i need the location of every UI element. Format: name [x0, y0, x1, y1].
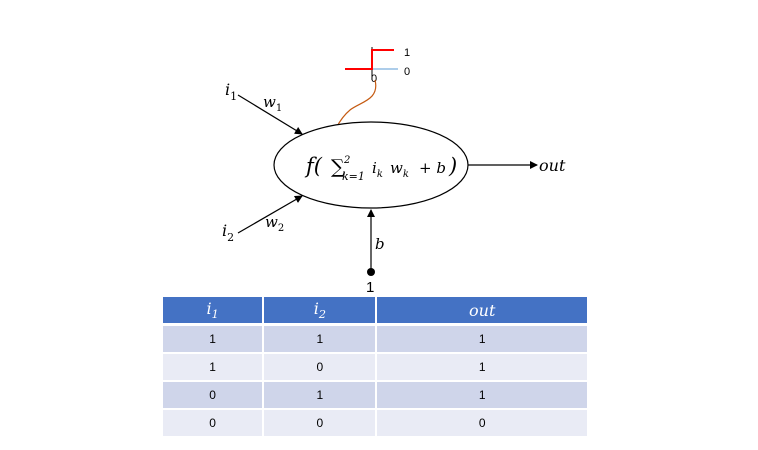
table-cell: 0 — [262, 354, 376, 382]
header-i2: i2 — [262, 297, 376, 326]
table-cell: 1 — [375, 382, 587, 410]
input-1-label: i1 — [225, 80, 237, 103]
table-row: 0 0 0 — [163, 410, 587, 438]
table-cell: 1 — [375, 326, 587, 354]
neuron-formula: f( ∑ 2 k=1 ik wk + b ) — [304, 154, 457, 183]
table-row: 1 1 1 — [163, 326, 587, 354]
neuron-diagram: 1 0 0 i1 w1 i2 w2 f( ∑ 2 k=1 ik wk + b )… — [222, 47, 566, 296]
bias-node — [367, 268, 375, 276]
table-row: 1 0 1 — [163, 354, 587, 382]
input-2-label: i2 — [222, 221, 234, 244]
step-function-plot: 1 0 0 — [345, 47, 410, 85]
formula-func: f( — [304, 154, 323, 178]
output-label: out — [539, 156, 566, 175]
formula-sum-upper: 2 — [343, 155, 350, 166]
input-2: i2 w2 — [222, 195, 303, 244]
truth-table-header: i1 i2 out — [163, 297, 587, 326]
step-low-label: 0 — [404, 66, 410, 78]
formula-plus-b: + b — [419, 159, 446, 177]
formula-term-i: ik — [372, 159, 383, 180]
table-cell: 1 — [163, 326, 263, 354]
step-origin-label: 0 — [371, 73, 377, 85]
table-row: 0 1 1 — [163, 382, 587, 410]
table-cell: 1 — [163, 354, 263, 382]
table-cell: 1 — [262, 382, 376, 410]
header-out: out — [375, 297, 587, 326]
table-cell: 0 — [262, 410, 376, 438]
formula-term-w: wk — [390, 159, 409, 180]
bias-value: 1 — [366, 279, 374, 296]
input-1: i1 w1 — [225, 80, 303, 135]
weight-1-label: w1 — [263, 93, 282, 114]
table-cell: 0 — [375, 410, 587, 438]
weight-2-label: w2 — [265, 213, 284, 234]
table-cell: 1 — [262, 326, 376, 354]
step-curve — [345, 49, 394, 70]
formula-close: ) — [448, 154, 457, 178]
formula-sum-symbol: ∑ — [331, 156, 345, 178]
table-cell: 1 — [375, 354, 587, 382]
truth-table: i1 i2 out 1 1 1 1 0 1 0 1 1 0 0 0 — [163, 297, 587, 438]
step-high-label: 1 — [404, 47, 410, 59]
table-cell: 0 — [163, 382, 263, 410]
input-2-arrow — [237, 195, 303, 234]
formula-sum-lower: k=1 — [342, 170, 365, 183]
input-1-arrow — [237, 94, 303, 135]
table-cell: 0 — [163, 410, 263, 438]
header-i1: i1 — [163, 297, 263, 326]
bias-label: b — [375, 235, 385, 253]
